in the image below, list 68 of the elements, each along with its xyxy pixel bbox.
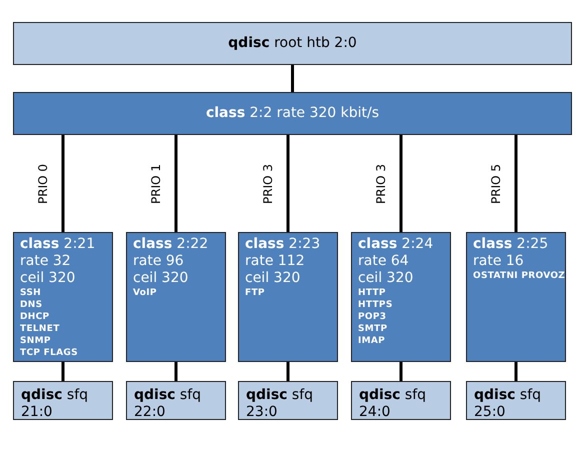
- class-box: [238, 232, 338, 362]
- class-box: [126, 232, 226, 362]
- class-box: [13, 232, 113, 362]
- node-label: rate 112: [245, 253, 305, 270]
- traffic-type-label: HTTP: [358, 287, 386, 299]
- connector-line: [400, 135, 402, 232]
- class-box: [466, 232, 566, 362]
- edge-label: PRIO 0: [37, 164, 49, 204]
- connector-line: [62, 362, 64, 381]
- connector-line: [286, 362, 290, 381]
- traffic-type-label: DNS: [20, 299, 42, 311]
- node-label: 21:0: [21, 404, 52, 421]
- node-label: qdisc sfq: [21, 387, 88, 404]
- node-label: ceil 320: [245, 270, 300, 287]
- connector-line: [62, 135, 64, 232]
- qdisc-box: [351, 381, 451, 420]
- traffic-type-label: FTP: [245, 287, 265, 299]
- edge-label: PRIO 3: [262, 164, 274, 204]
- traffic-type-label: OSTATNI PROVOZ: [473, 270, 566, 282]
- traffic-type-label: TELNET: [20, 323, 60, 335]
- node-label: ceil 320: [133, 270, 188, 287]
- connector-line: [514, 362, 518, 381]
- node-label: ceil 320: [358, 270, 414, 287]
- node-label: qdisc root htb 2:0: [228, 35, 357, 52]
- node-label: qdisc sfq: [246, 387, 314, 404]
- connector-line: [174, 135, 178, 232]
- qdisc-box: [126, 381, 226, 420]
- qdisc-box: [13, 381, 113, 420]
- node-label: rate 32: [20, 253, 71, 270]
- edge-label: PRIO 1: [150, 164, 162, 204]
- qdisc-box: [238, 381, 338, 420]
- node-label: rate 96: [133, 253, 184, 270]
- connector-line: [286, 135, 290, 232]
- traffic-type-label: SNMP: [20, 335, 51, 347]
- connector-line: [174, 362, 178, 381]
- node-label: class 2:22: [133, 236, 208, 253]
- qdisc-box: [466, 381, 566, 420]
- traffic-type-label: SMTP: [358, 323, 388, 335]
- node-label: qdisc sfq: [474, 387, 542, 404]
- node-label: rate 64: [358, 253, 409, 270]
- traffic-type-label: SSH: [20, 287, 41, 299]
- node-label: 25:0: [474, 404, 506, 421]
- edge-label: PRIO 3: [375, 164, 387, 204]
- node-label: 24:0: [359, 404, 390, 421]
- traffic-type-label: TCP FLAGS: [20, 347, 78, 359]
- node-label: qdisc sfq: [359, 387, 426, 404]
- root-qdisc-box: [13, 22, 572, 65]
- connector-line: [291, 65, 294, 92]
- node-label: class 2:2 rate 320 kbit/s: [206, 105, 380, 122]
- class-box: [351, 232, 451, 362]
- traffic-type-label: POP3: [358, 311, 386, 323]
- traffic-type-label: DHCP: [20, 311, 50, 323]
- connector-line: [514, 135, 518, 232]
- node-label: 23:0: [246, 404, 278, 421]
- node-label: class 2:23: [245, 236, 320, 253]
- edge-label: PRIO 5: [490, 164, 502, 204]
- traffic-type-label: HTTPS: [358, 299, 393, 311]
- node-label: 22:0: [134, 404, 166, 421]
- node-label: ceil 320: [20, 270, 76, 287]
- node-label: class 2:25: [473, 236, 548, 253]
- node-label: class 2:21: [20, 236, 96, 253]
- parent-class-box: [13, 92, 572, 135]
- traffic-type-label: VoIP: [133, 287, 157, 299]
- node-label: qdisc sfq: [134, 387, 202, 404]
- node-label: rate 16: [473, 253, 524, 270]
- connector-line: [400, 362, 402, 381]
- traffic-type-label: IMAP: [358, 335, 386, 347]
- node-label: class 2:24: [358, 236, 434, 253]
